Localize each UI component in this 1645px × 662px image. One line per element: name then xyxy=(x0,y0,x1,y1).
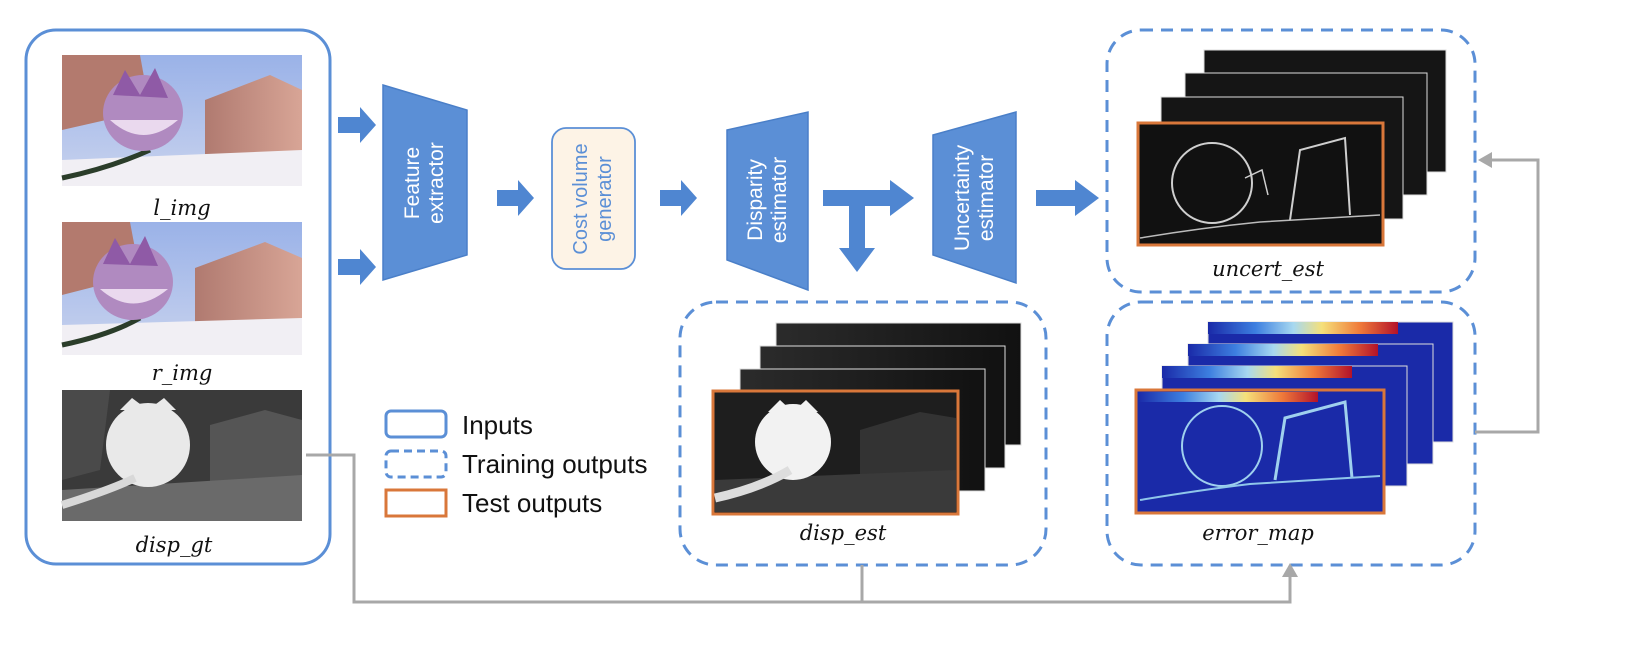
right-image xyxy=(61,222,302,355)
legend-inputs-swatch xyxy=(384,409,448,439)
disparity-map-stack xyxy=(711,322,1022,516)
arrow-left-to-feature xyxy=(338,107,376,143)
uncertainty-label: uncert_est xyxy=(1212,257,1324,281)
ground-truth-label: disp_gt xyxy=(136,533,213,557)
uncertainty-estimator-block xyxy=(932,111,1017,285)
left-image-label: l_img xyxy=(153,196,210,220)
legend-training-text: Training outputs xyxy=(462,449,647,479)
right-image-label: r_img xyxy=(152,361,213,385)
svg-text:Disparity: Disparity xyxy=(744,159,767,241)
feature-extractor-block xyxy=(382,83,468,282)
legend-test-swatch xyxy=(384,488,448,518)
disparity-estimator-text: Disparity estimator xyxy=(744,157,791,243)
svg-text:generator: generator xyxy=(594,156,616,242)
left-image xyxy=(61,55,302,186)
feature-extractor-text: Feature extractor xyxy=(401,142,448,224)
feedback-arrowhead-error-map xyxy=(1282,563,1298,577)
arrow-feature-to-cost xyxy=(497,180,534,216)
legend-training-swatch xyxy=(384,449,448,479)
uncertainty-output-group xyxy=(1105,28,1477,294)
legend-inputs-text: Inputs xyxy=(462,410,533,440)
arrow-disparity-split xyxy=(823,180,914,272)
feedback-arrowhead-uncertainty xyxy=(1478,152,1492,168)
svg-text:extractor: extractor xyxy=(425,142,448,224)
svg-text:estimator: estimator xyxy=(768,157,791,243)
svg-text:estimator: estimator xyxy=(975,155,998,241)
uncertainty-estimator-text: Uncertainty estimator xyxy=(951,144,998,251)
cost-volume-block xyxy=(551,127,636,270)
svg-text:Uncertainty: Uncertainty xyxy=(951,144,974,251)
error-map-stack xyxy=(1134,321,1454,515)
svg-text:Feature: Feature xyxy=(401,147,424,219)
legend-test-text: Test outputs xyxy=(462,488,602,518)
disparity-label: disp_est xyxy=(800,521,887,545)
error-map-label: error_map xyxy=(1202,521,1314,545)
disparity-estimator-block xyxy=(726,111,809,292)
svg-text:Cost volume: Cost volume xyxy=(570,143,592,254)
feedback-lines xyxy=(306,158,1540,604)
inputs-group-border xyxy=(24,28,332,566)
uncertainty-map-stack xyxy=(1136,49,1447,247)
cost-volume-text: Cost volume generator xyxy=(570,143,616,254)
arrow-cost-to-disparity xyxy=(660,180,697,216)
arrow-uncertainty-to-output xyxy=(1036,180,1099,216)
ground-truth-disparity-image xyxy=(60,390,302,521)
arrow-right-to-feature xyxy=(338,249,376,285)
